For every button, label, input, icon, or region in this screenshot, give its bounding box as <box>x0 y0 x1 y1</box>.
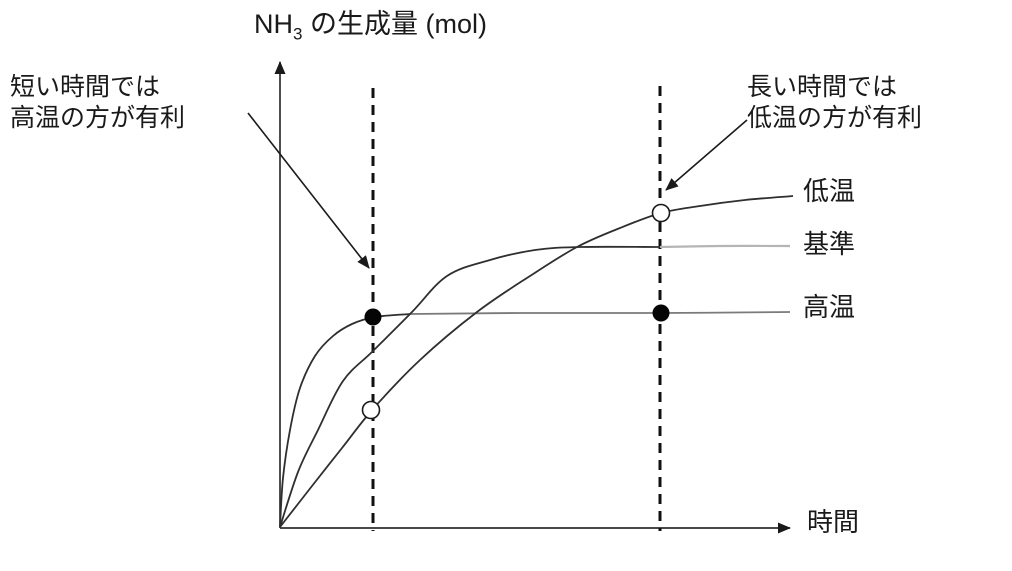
annotation-short-time: 短い時間では 高温の方が有利 <box>10 72 185 133</box>
annotation-short-time-line2: 高温の方が有利 <box>10 103 186 132</box>
label-low-temp: 低温 <box>803 176 856 206</box>
chart-title-subscript: 3 <box>293 24 303 44</box>
curve-high-plateau <box>409 311 791 315</box>
curves-layer <box>279 195 794 528</box>
axes-layer <box>274 61 791 534</box>
curve-base-rise <box>279 245 661 528</box>
annotation-arrows-layer <box>247 112 748 269</box>
annotation-long-time: 長い時間では 低温の方が有利 <box>747 72 922 133</box>
chart-title-prefix: NH <box>254 9 293 39</box>
curve-high-rise <box>279 313 411 528</box>
arrow-long-time <box>665 119 748 191</box>
dot-low-t2 <box>651 203 671 223</box>
annotation-long-time-line1: 長い時間では <box>747 73 898 101</box>
annotation-long-time-line2: 低温の方が有利 <box>747 103 923 132</box>
dot-low-t1 <box>361 400 381 420</box>
annotation-short-time-line1: 短い時間では <box>10 73 161 101</box>
chart-title: NH3 の生成量 (mol) <box>254 8 487 45</box>
arrow-short-time <box>247 112 370 269</box>
label-high-temp: 高温 <box>803 292 856 322</box>
curve-base-plateau <box>659 244 791 249</box>
label-reference: 基準 <box>803 229 856 259</box>
chart-title-suffix: の生成量 (mol) <box>302 9 487 39</box>
point-markers-layer <box>361 203 671 420</box>
x-axis-label: 時間 <box>807 507 860 537</box>
curve-low <box>279 195 794 528</box>
dot-high-t1 <box>364 308 382 326</box>
dot-high-t2 <box>652 304 670 322</box>
